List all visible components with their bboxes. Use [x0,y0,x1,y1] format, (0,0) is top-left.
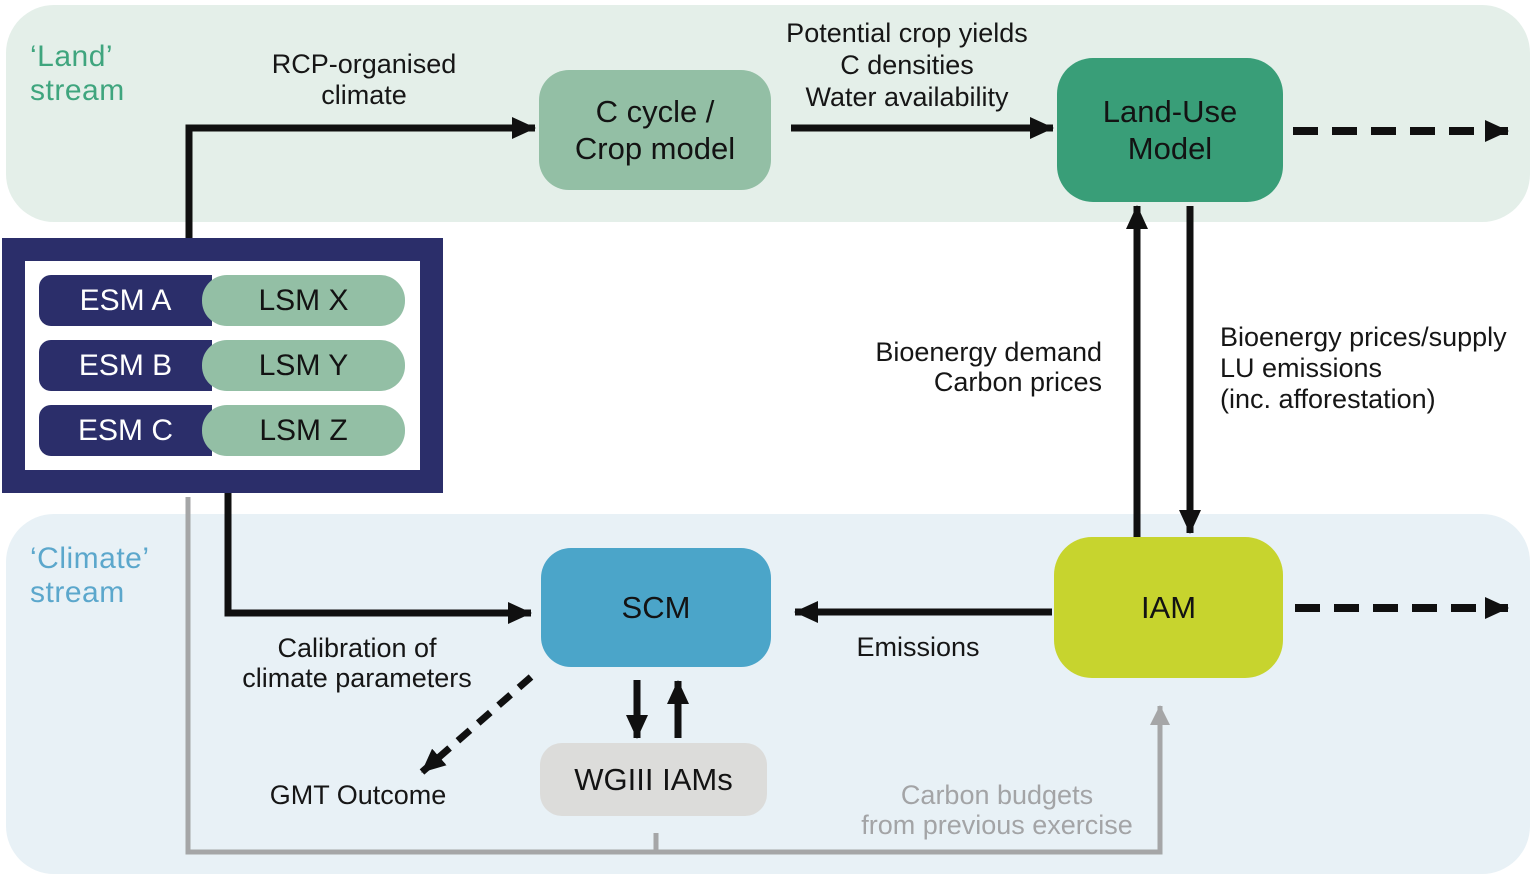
climate-stream-label: ‘Climate’ stream [30,542,150,609]
scm-box: SCM [541,548,771,667]
lsm-pill: LSM Y [202,340,405,391]
esm-lsm-row: ESM C LSM Z [39,405,420,456]
bioenergy-prices-label: Bioenergy prices/supply LU emissions (in… [1220,322,1507,414]
c-cycle-crop-model-box: C cycle / Crop model [539,70,771,190]
rcp-climate-label: RCP-organised climate [271,49,457,110]
esm-pill: ESM A [39,275,212,326]
gmt-outcome-label: GMT Outcome [269,780,447,810]
esm-lsm-panel: ESM A LSM X ESM B LSM Y ESM C LSM Z [2,238,443,493]
esm-pill: ESM B [39,340,212,391]
carbon-budgets-label: Carbon budgets from previous exercise [861,780,1133,840]
esm-lsm-row: ESM A LSM X [39,275,420,326]
esm-pill: ESM C [39,405,212,456]
wgiii-iams-box: WGIII IAMs [540,743,767,816]
esm-lsm-panel-inner: ESM A LSM X ESM B LSM Y ESM C LSM Z [25,261,420,470]
land-stream-label: ‘Land’ stream [30,40,125,107]
calibration-label: Calibration of climate parameters [242,633,472,693]
calibration-arrow [224,493,532,624]
gmt-outcome-dashed-arrow [419,674,534,775]
carbon-budgets-path-arrow [185,497,1170,855]
rcp-climate-arrow [185,117,536,243]
lsm-pill: LSM X [202,275,405,326]
lsm-pill: LSM Z [202,405,405,456]
bioenergy-demand-label: Bioenergy demand Carbon prices [875,337,1102,397]
crop-outputs-label: Potential crop yields C densities Water … [786,18,1028,112]
iam-box: IAM [1054,537,1283,678]
esm-lsm-row: ESM B LSM Y [39,340,420,391]
emissions-label: Emissions [856,632,980,662]
land-use-model-box: Land-Use Model [1057,58,1283,202]
